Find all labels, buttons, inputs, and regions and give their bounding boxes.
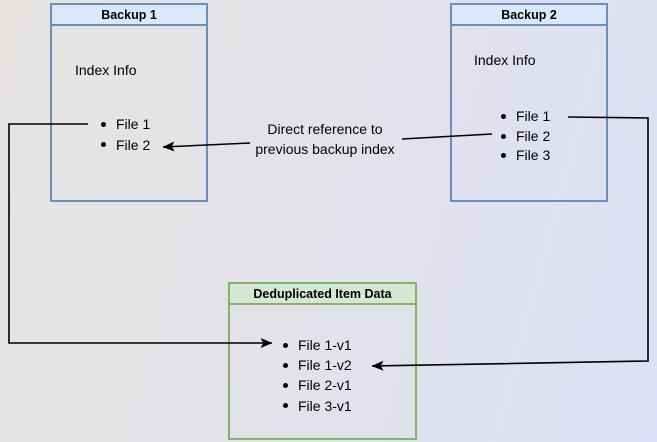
list-item: File 2: [496, 127, 550, 147]
backup2-index-info-label: Index Info: [474, 52, 536, 68]
node-backup1: Backup 1: [50, 3, 208, 202]
list-item: File 1-v1: [278, 335, 352, 355]
node-dedup: Deduplicated Item Data: [228, 282, 417, 440]
node-dedup-header: Deduplicated Item Data: [230, 284, 415, 305]
list-item: File 1: [496, 107, 550, 127]
node-backup1-title: Backup 1: [101, 7, 157, 22]
node-backup2-header: Backup 2: [452, 5, 606, 26]
backup1-file-list: File 1 File 2: [96, 114, 150, 155]
list-item: File 2-v1: [278, 375, 352, 395]
list-item: File 3: [496, 146, 550, 166]
node-backup2: Backup 2: [450, 3, 608, 202]
node-backup1-header: Backup 1: [52, 5, 206, 26]
direct-reference-annotation: Direct reference to previous backup inde…: [244, 119, 406, 159]
annotation-line: previous backup index: [255, 141, 395, 157]
node-backup2-title: Backup 2: [501, 7, 557, 22]
backup1-index-info-label: Index Info: [75, 62, 137, 78]
list-item: File 1-v2: [278, 355, 352, 375]
backup2-file-list: File 1 File 2 File 3: [496, 107, 550, 166]
node-dedup-title: Deduplicated Item Data: [253, 286, 392, 301]
dedup-file-list: File 1-v1 File 1-v2 File 2-v1 File 3-v1: [278, 335, 352, 416]
list-item: File 2: [96, 135, 150, 156]
annotation-line: Direct reference to: [267, 121, 383, 137]
list-item: File 3-v1: [278, 396, 352, 416]
list-item: File 1: [96, 114, 150, 135]
